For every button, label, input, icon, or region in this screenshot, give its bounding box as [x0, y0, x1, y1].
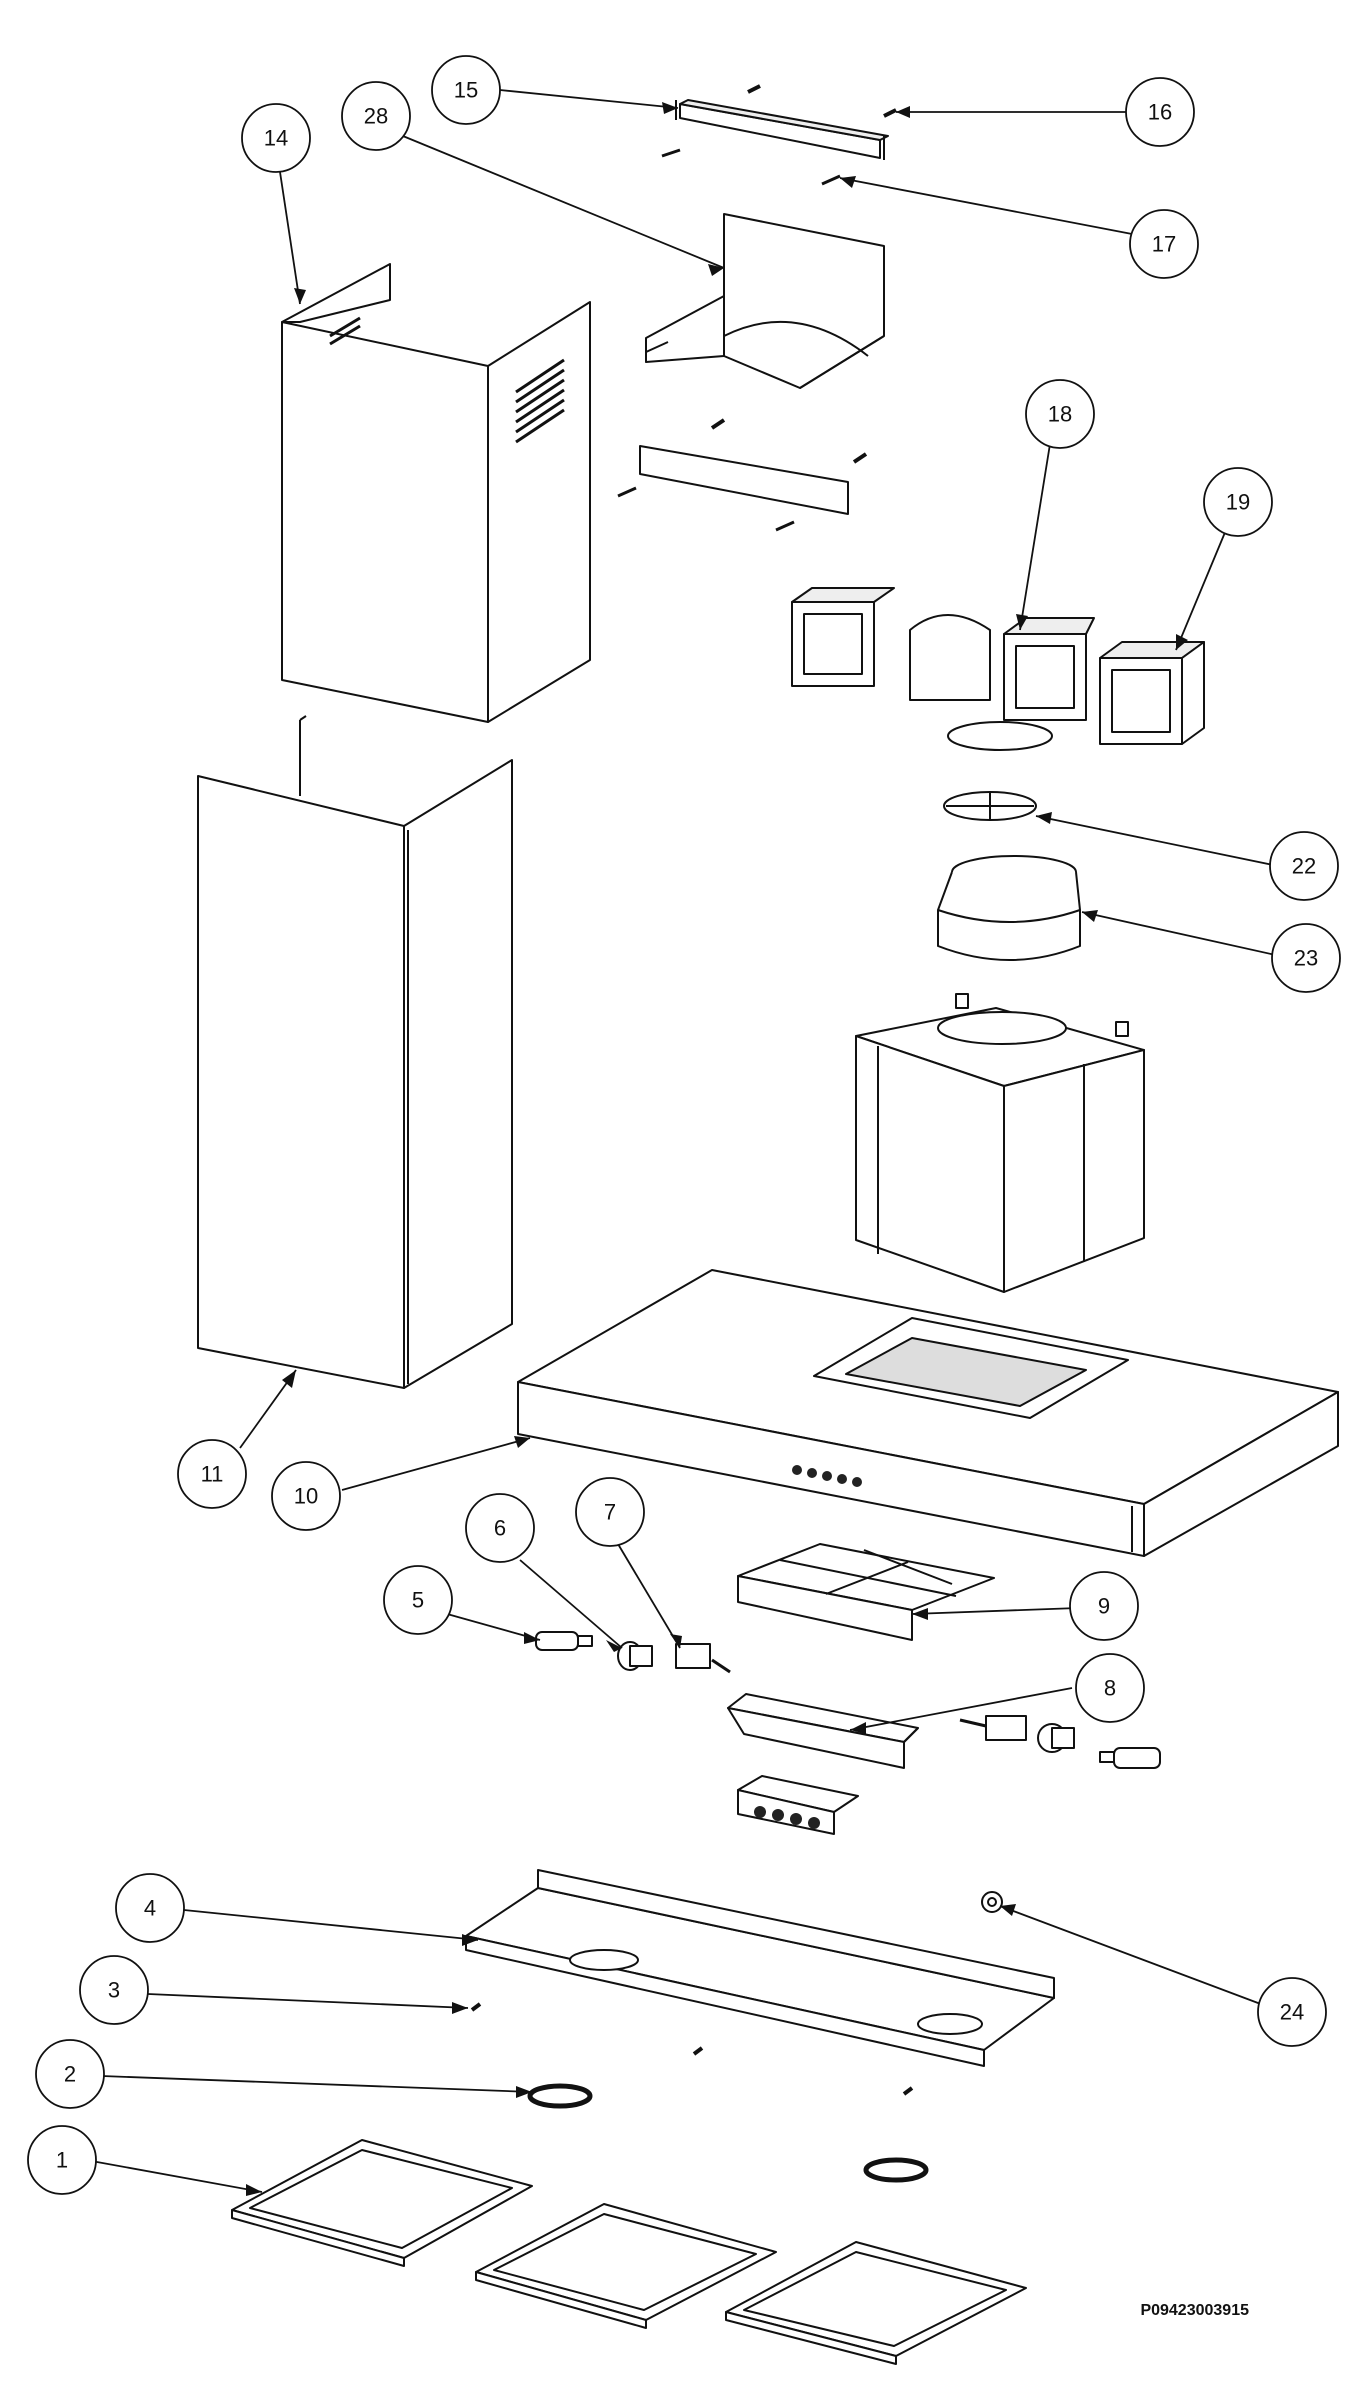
grease-filter — [231, 2139, 533, 2267]
knob-shaft-right — [1099, 1747, 1161, 1769]
callout-label: 8 — [1104, 1676, 1116, 1701]
callout-label: 1 — [56, 2148, 68, 2173]
support-bracket — [645, 213, 885, 389]
callout-28 — [341, 81, 411, 151]
callout-label: 28 — [364, 104, 388, 129]
callout-23 — [1271, 923, 1341, 993]
carbon-filter — [737, 1543, 995, 1641]
callout-6 — [465, 1493, 535, 1563]
callout-4 — [115, 1873, 185, 1943]
callout-label: 22 — [1292, 854, 1316, 879]
callout-18 — [1025, 379, 1095, 449]
callout-label: 3 — [108, 1978, 120, 2003]
callout-1 — [27, 2125, 97, 2195]
callout-9 — [1069, 1571, 1139, 1641]
knob-left — [617, 1641, 653, 1671]
callout-10 — [271, 1461, 341, 1531]
callout-label: 24 — [1280, 2000, 1304, 2025]
callout-label: 15 — [454, 78, 478, 103]
switch-right — [959, 1715, 1027, 1741]
callout-label: 17 — [1152, 232, 1176, 257]
callout-label: 5 — [412, 1588, 424, 1613]
grommet — [981, 1891, 1003, 1913]
control-bracket — [727, 1693, 919, 1769]
grease-filter — [475, 2203, 777, 2329]
callout-5 — [383, 1565, 453, 1635]
knob-right — [1037, 1723, 1075, 1753]
duct-adapter — [791, 587, 1095, 751]
callout-15 — [431, 55, 501, 125]
document-code: P09423003915 — [1140, 2302, 1249, 2319]
upper-chimney — [281, 263, 591, 723]
callout-circles — [27, 55, 1341, 2195]
callout-label: 11 — [201, 1462, 224, 1487]
chimney-bracket-top — [661, 84, 897, 186]
callout-label: 2 — [64, 2062, 76, 2087]
screws — [470, 2002, 914, 2096]
grease-filters — [231, 2139, 1027, 2365]
callout-7 — [575, 1477, 645, 1547]
callout-2 — [35, 2039, 105, 2109]
callout-label: 18 — [1048, 402, 1072, 427]
callout-label: 19 — [1226, 490, 1250, 515]
arrow-heads — [246, 102, 1188, 2196]
bottom-plate — [465, 1869, 1055, 2067]
knob-shaft-left — [535, 1631, 593, 1651]
callout-22 — [1269, 831, 1339, 901]
callout-3 — [79, 1955, 149, 2025]
callout-label: 7 — [604, 1500, 616, 1525]
duct-connector — [1099, 641, 1205, 745]
callout-16 — [1125, 77, 1195, 147]
callout-24 — [1257, 1977, 1327, 2047]
callout-label: 6 — [494, 1516, 506, 1541]
non-return-valve — [943, 791, 1037, 821]
control-board — [737, 1775, 859, 1835]
callout-14 — [241, 103, 311, 173]
hood-body — [517, 1269, 1339, 1557]
grease-filter — [725, 2241, 1027, 2365]
callout-8 — [1075, 1653, 1145, 1723]
callout-19 — [1203, 467, 1273, 537]
callout-11 — [177, 1439, 247, 1509]
callout-label: 14 — [264, 126, 288, 151]
lower-chimney — [197, 715, 513, 1389]
callout-label: 4 — [144, 1896, 156, 1921]
callout-17 — [1129, 209, 1199, 279]
callout-label: 16 — [1148, 100, 1172, 125]
switch-left — [675, 1643, 731, 1674]
rings — [527, 2083, 929, 2183]
chimney-bracket-lower — [617, 418, 868, 532]
callout-label: 10 — [294, 1484, 318, 1509]
callout-label: 9 — [1098, 1594, 1110, 1619]
duct-ring — [937, 855, 1081, 961]
motor-housing — [855, 993, 1145, 1293]
callout-label: 23 — [1294, 946, 1318, 971]
leader-lines — [85, 89, 1281, 2193]
